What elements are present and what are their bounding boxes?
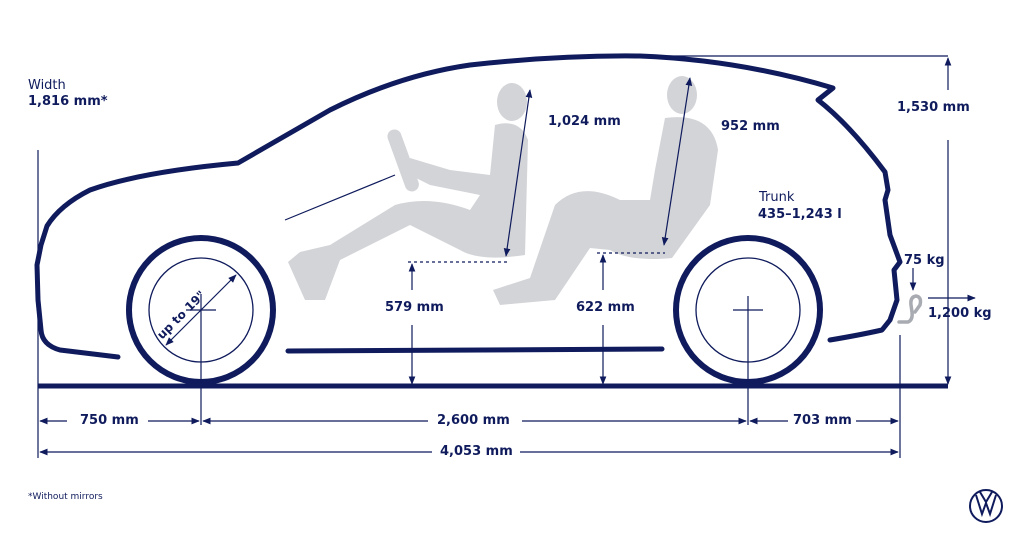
rear-passenger-body (493, 117, 718, 305)
rear-passenger-head (667, 76, 697, 114)
footnote: *Without mirrors (28, 492, 103, 502)
rear-headroom-label: 952 mm (721, 119, 780, 134)
front-overhang-label: 750 mm (80, 413, 139, 428)
driver-body (288, 123, 528, 300)
rear-seat-height-label: 622 mm (576, 300, 635, 315)
length-label: 4,053 mm (440, 444, 513, 459)
rear-wheel (673, 235, 823, 425)
front-wheel (126, 235, 276, 425)
tow-hook-icon (897, 294, 923, 324)
front-headroom-label: 1,024 mm (548, 114, 621, 129)
rear-overhang-label: 703 mm (793, 413, 852, 428)
side-sill (285, 346, 665, 354)
driver-head (497, 83, 527, 121)
towing-capacity-label: 1,200 kg (928, 306, 992, 321)
vw-logo (969, 489, 1003, 523)
steering-wheel (387, 129, 419, 192)
trunk-value: 435–1,243 l (758, 207, 842, 222)
wheelbase-label: 2,600 mm (437, 413, 510, 428)
trunk-label: Trunk (759, 190, 795, 205)
width-label: Width (28, 78, 66, 93)
vertical-load-label: 75 kg (904, 253, 945, 268)
height-label: 1,530 mm (897, 100, 970, 115)
front-seat-height-label: 579 mm (385, 300, 444, 315)
dimension-lines (37, 55, 976, 458)
width-value: 1,816 mm* (28, 94, 108, 109)
steering-column (284, 174, 396, 221)
car-body-outline (34, 53, 903, 360)
passenger-silhouettes (288, 76, 718, 305)
